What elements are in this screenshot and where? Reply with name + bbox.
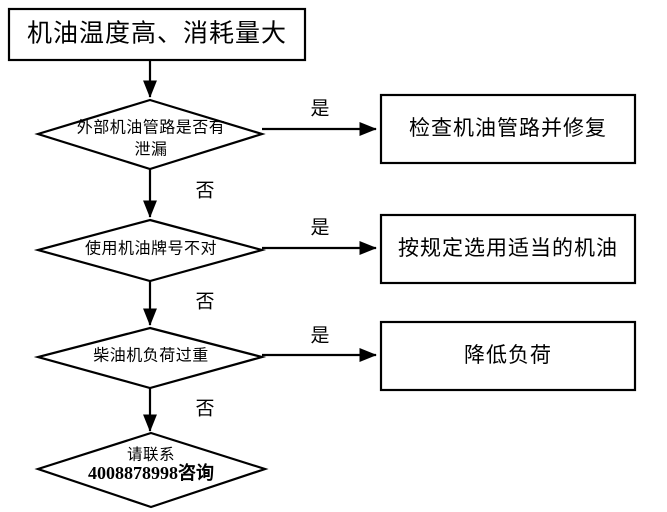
- start-box-label: 机油温度高、消耗量大: [27, 20, 287, 48]
- decision-2-label-line1: 使用机油牌号不对: [85, 240, 217, 258]
- decision-2-yes-label: 是: [310, 217, 329, 238]
- decision-1-label-line2: 泄漏: [134, 141, 167, 159]
- decision-1-label-line1: 外部机油管路是否有: [77, 119, 226, 137]
- end-label-line1: 请联系: [127, 446, 175, 464]
- decision-3-label-line1: 柴油机负荷过重: [93, 347, 209, 365]
- decision-1-yes-label: 是: [310, 98, 329, 119]
- decision-3-no-label: 否: [195, 398, 214, 419]
- action-box-1: [379, 93, 637, 165]
- action-box-1-label: 检查机油管路并修复: [409, 116, 607, 140]
- decision-2-no-label: 否: [195, 291, 214, 312]
- action-box-2: [379, 213, 637, 285]
- end-label-phone: 4008878998咨询: [88, 462, 214, 483]
- action-box-3: [379, 320, 637, 392]
- decision-3-yes-label: 是: [310, 325, 329, 346]
- action-box-2-label: 按规定选用适当的机油: [398, 236, 618, 260]
- decision-1-no-label: 否: [195, 180, 214, 201]
- action-box-3-label: 降低负荷: [464, 343, 552, 367]
- end-diamond: [34, 431, 269, 509]
- start-box: [7, 7, 307, 62]
